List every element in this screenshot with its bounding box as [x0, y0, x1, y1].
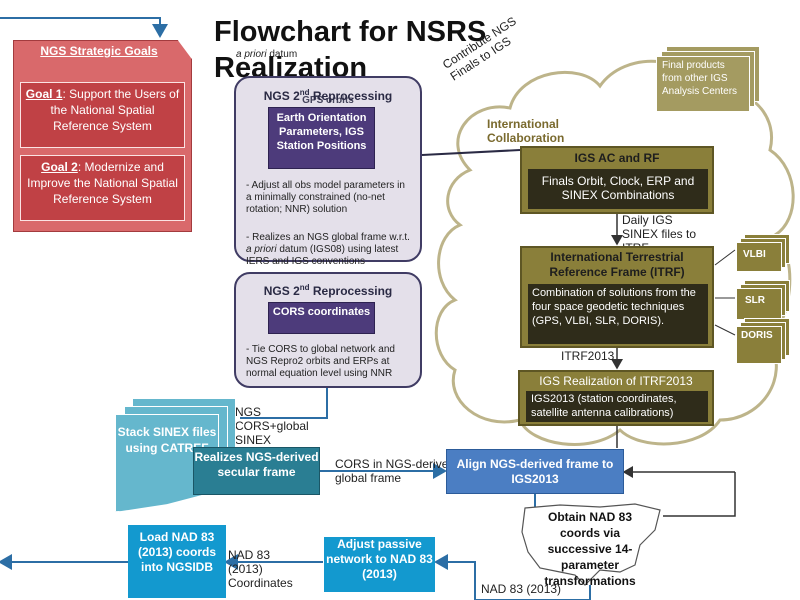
- obtain-nad83-text: Obtain NAD 83 coords via successive 14-p…: [544, 510, 636, 588]
- goal-1-card: Goal 1: Support the Users of the Nationa…: [20, 82, 185, 148]
- cors-in-ngs-frame-label: CORS in NGS-derived global frame: [335, 457, 456, 485]
- goal-1-label: Goal 1: [25, 87, 63, 101]
- itrf2013-label: ITRF2013: [561, 349, 615, 363]
- reproc-1-bullet-2: - Realizes an NGS global frame w.r.t. a …: [246, 232, 411, 268]
- cors-coordinates-box: CORS coordinates: [268, 302, 375, 334]
- strategic-goals-heading: NGS Strategic Goals: [40, 44, 158, 58]
- eop-station-positions-box: Earth Orientation Parameters, IGS Statio…: [268, 107, 375, 169]
- gps-orbits-overlap-text: GPS orbits: [302, 95, 354, 106]
- reproc2-to-stack: [240, 388, 328, 419]
- slr-card: SLR: [736, 288, 782, 320]
- us-map-outline: [521, 503, 661, 586]
- igs-ac-rf-body: Finals Orbit, Clock, ERP and SINEX Combi…: [528, 169, 708, 209]
- feedback-loop: [663, 472, 736, 517]
- itrf-heading: International Terrestrial Reference Fram…: [549, 250, 685, 279]
- reproc-2-title-sup: nd: [299, 283, 310, 292]
- itrf-body: Combination of solutions from the four s…: [528, 284, 708, 344]
- top-connector: [0, 17, 168, 38]
- reproc-1-bullet-1: - Adjust all obs model parameters in a m…: [246, 180, 405, 215]
- final-products-card: Final products from other IGS Analysis C…: [656, 56, 750, 112]
- reproc-2-bullet: - Tie CORS to global network and NGS Rep…: [246, 344, 395, 379]
- stack-sinex-text: Stack SINEX files using CATREF: [117, 425, 217, 455]
- goal-2-text: : Modernize and Improve the National Spa…: [27, 160, 178, 206]
- adjust-passive-network-box: Adjust passive network to NAD 83 (2013): [324, 537, 435, 592]
- reproc-1-bullet-2-pre: - Realizes an NGS global frame w.r.t.: [246, 232, 410, 243]
- nad83-coordinates-label: NAD 83 (2013) Coordinates: [228, 548, 293, 590]
- technique-doris: DORIS: [741, 330, 773, 341]
- reprocessing-2-title: NGS 2nd Reprocessing: [234, 283, 422, 298]
- a-priori-italic: a priori: [236, 49, 267, 60]
- reprocessing-1-title: NGS 2nd Reprocessing: [234, 88, 422, 103]
- vlbi-line: [714, 249, 736, 266]
- reproc-1-title-pre: NGS 2: [263, 89, 300, 103]
- daily-sinex-label: Daily IGS SINEX files to ITRF: [622, 213, 697, 255]
- reproc-1-title-post: Reprocessing: [309, 89, 393, 103]
- reproc-to-igs-line: [421, 149, 521, 156]
- a-priori-datum-label: a priori datum: [236, 49, 297, 61]
- nad83-2013-bottom-label: NAD 83 (2013): [481, 582, 562, 596]
- reproc-2-title-pre: NGS 2: [263, 284, 300, 298]
- international-collaboration-label: International Collaboration: [487, 117, 565, 145]
- technique-slr: SLR: [745, 295, 765, 306]
- reproc-1-bullet-2-post: datum (IGS08) using latest IERS and IGS …: [246, 244, 399, 267]
- technique-vlbi: VLBI: [743, 249, 766, 260]
- igs-realization-body: IGS2013 (station coordinates, satellite …: [526, 391, 708, 422]
- igs-ac-rf-heading: IGS AC and RF: [574, 151, 660, 165]
- reproc-1-title-sup: nd: [299, 88, 310, 97]
- igs-realization-heading: IGS Realization of ITRF2013: [539, 374, 693, 388]
- goal-2-card: Goal 2: Modernize and Improve the Nation…: [20, 155, 185, 221]
- reproc-1-bullet-2-italic: a priori: [246, 244, 277, 255]
- load-nad83-box: Load NAD 83 (2013) coords into NGSIDB: [128, 525, 226, 598]
- doris-line: [714, 324, 736, 336]
- reproc-2-title-post: Reprocessing: [309, 284, 393, 298]
- goal-2-label: Goal 2: [41, 160, 78, 174]
- vlbi-card: VLBI: [736, 242, 782, 272]
- align-ngs-frame-box: Align NGS-derived frame to IGS2013: [446, 449, 624, 494]
- a-priori-datum-text: datum: [266, 49, 298, 60]
- ngs-cors-global-sinex-label: NGS CORS+global SINEX: [235, 405, 309, 447]
- doris-card: DORIS: [736, 326, 782, 364]
- goal-1-text: : Support the Users of the National Spat…: [50, 87, 180, 133]
- realizes-ngs-frame-box: Realizes NGS-derived secular frame: [193, 447, 320, 495]
- bottom-flow-line: [434, 554, 591, 600]
